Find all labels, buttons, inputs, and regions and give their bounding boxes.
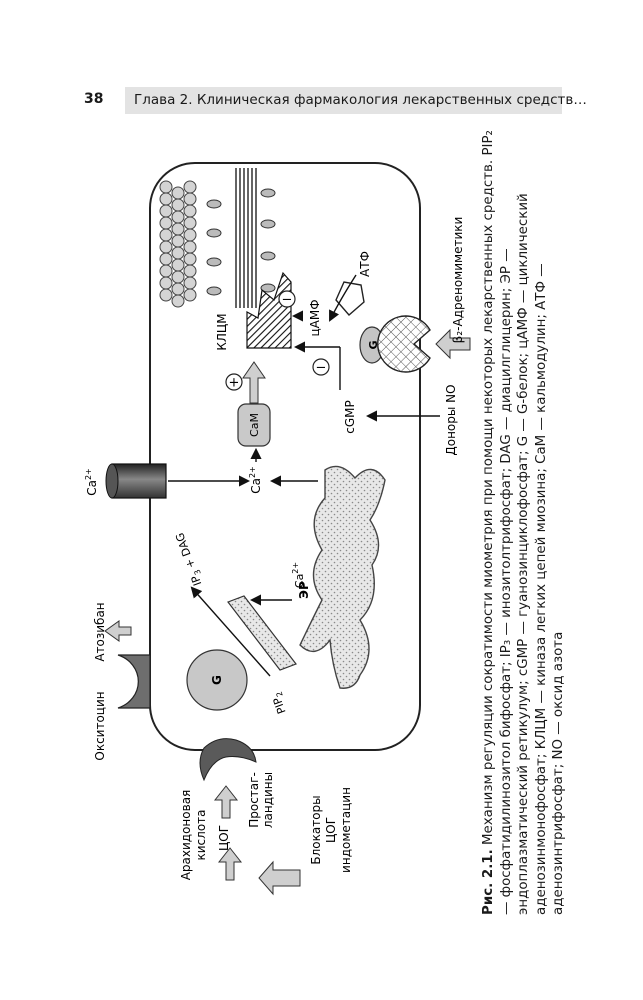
beta-agonist-arrow [435, 328, 471, 360]
ca-er-label: Ca2+ [291, 562, 306, 588]
plus-sign: + [229, 376, 240, 391]
page-number: 38 [84, 91, 104, 107]
klcm-kinase [246, 271, 292, 349]
running-title: Глава 2. Клиническая фармакология лекарс… [134, 92, 587, 108]
no-donors-label: Доноры NO [444, 384, 458, 455]
arachidonic-arrow [213, 785, 239, 819]
calcium-channel-top [105, 463, 119, 499]
inhibit-circle-camp [278, 290, 296, 308]
prostaglandins-label-1: Простаг- [247, 772, 261, 828]
actin-filaments [235, 168, 257, 308]
prostaglandins-label-2: ландины [261, 772, 275, 828]
beta-agonists-label: β₂-Адреномиметики [451, 217, 465, 344]
phospholipase-c [227, 595, 297, 671]
calcium-channel [111, 463, 167, 499]
g-protein-left-label: G [210, 675, 224, 685]
minus-sign-camp: − [282, 293, 293, 308]
adenylate-cyclase [335, 281, 365, 316]
cell-membrane [149, 162, 421, 751]
oxytocin-label: Окситоцин [93, 691, 107, 760]
minus-sign-cgmp: − [316, 361, 327, 376]
pip2-label: PIP2 [269, 690, 290, 715]
camp-label: цАМФ [308, 299, 322, 336]
beta2-receptor [377, 315, 431, 373]
atosiban-arrow [104, 620, 132, 642]
cox-enzyme [199, 738, 257, 782]
calmodulin-label: CaM [248, 413, 261, 437]
endoplasmic-reticulum [299, 465, 386, 689]
cox-blocker-arrow [258, 860, 301, 896]
oxytocin-receptor [117, 654, 151, 709]
myosin-heads-bottom [260, 188, 276, 293]
klcm-label: КЛЦМ [215, 313, 229, 350]
caption-text: Механизм регуляции сократимости миометри… [481, 130, 567, 915]
g-protein-right-label: G [367, 340, 380, 349]
atosiban-label: Атозибан [93, 602, 107, 661]
activate-circle [225, 373, 243, 391]
inhibit-circle-cgmp [312, 358, 330, 376]
cam-to-klcm-arrow [242, 361, 266, 404]
caption-lead: Рис. 2.1. [481, 849, 496, 915]
g-protein-left [186, 649, 248, 711]
arachidonic-label-1: Арахидоновая [179, 790, 193, 881]
blockers-label-3: индометацин [339, 787, 353, 873]
ca-channel-label: Ca2+ [84, 468, 99, 496]
blockers-label-2: ЦОГ [324, 817, 338, 843]
atp-label: АТФ [358, 251, 372, 277]
blockers-label-1: Блокаторы [309, 795, 323, 864]
calmodulin [237, 403, 271, 447]
myosin-beads [159, 180, 197, 308]
pip2-to-ip3-arrow [190, 586, 271, 677]
prostaglandin-arrow [217, 847, 243, 881]
figure-caption: Рис. 2.1. Механизм регуляции сократимост… [480, 125, 568, 915]
atp-arrow [329, 274, 357, 322]
cgmp-label: cGMP [343, 400, 357, 434]
cox-label: ЦОГ [217, 825, 231, 851]
ip3-dag-label: IP3 + DAG [173, 530, 206, 587]
myosin-heads-top [206, 199, 222, 296]
running-header-bar [125, 87, 562, 114]
er-label: ЭР [297, 581, 311, 599]
ca-center-label: Ca2+ [248, 466, 263, 494]
arachidonic-label-2: кислота [194, 810, 208, 861]
